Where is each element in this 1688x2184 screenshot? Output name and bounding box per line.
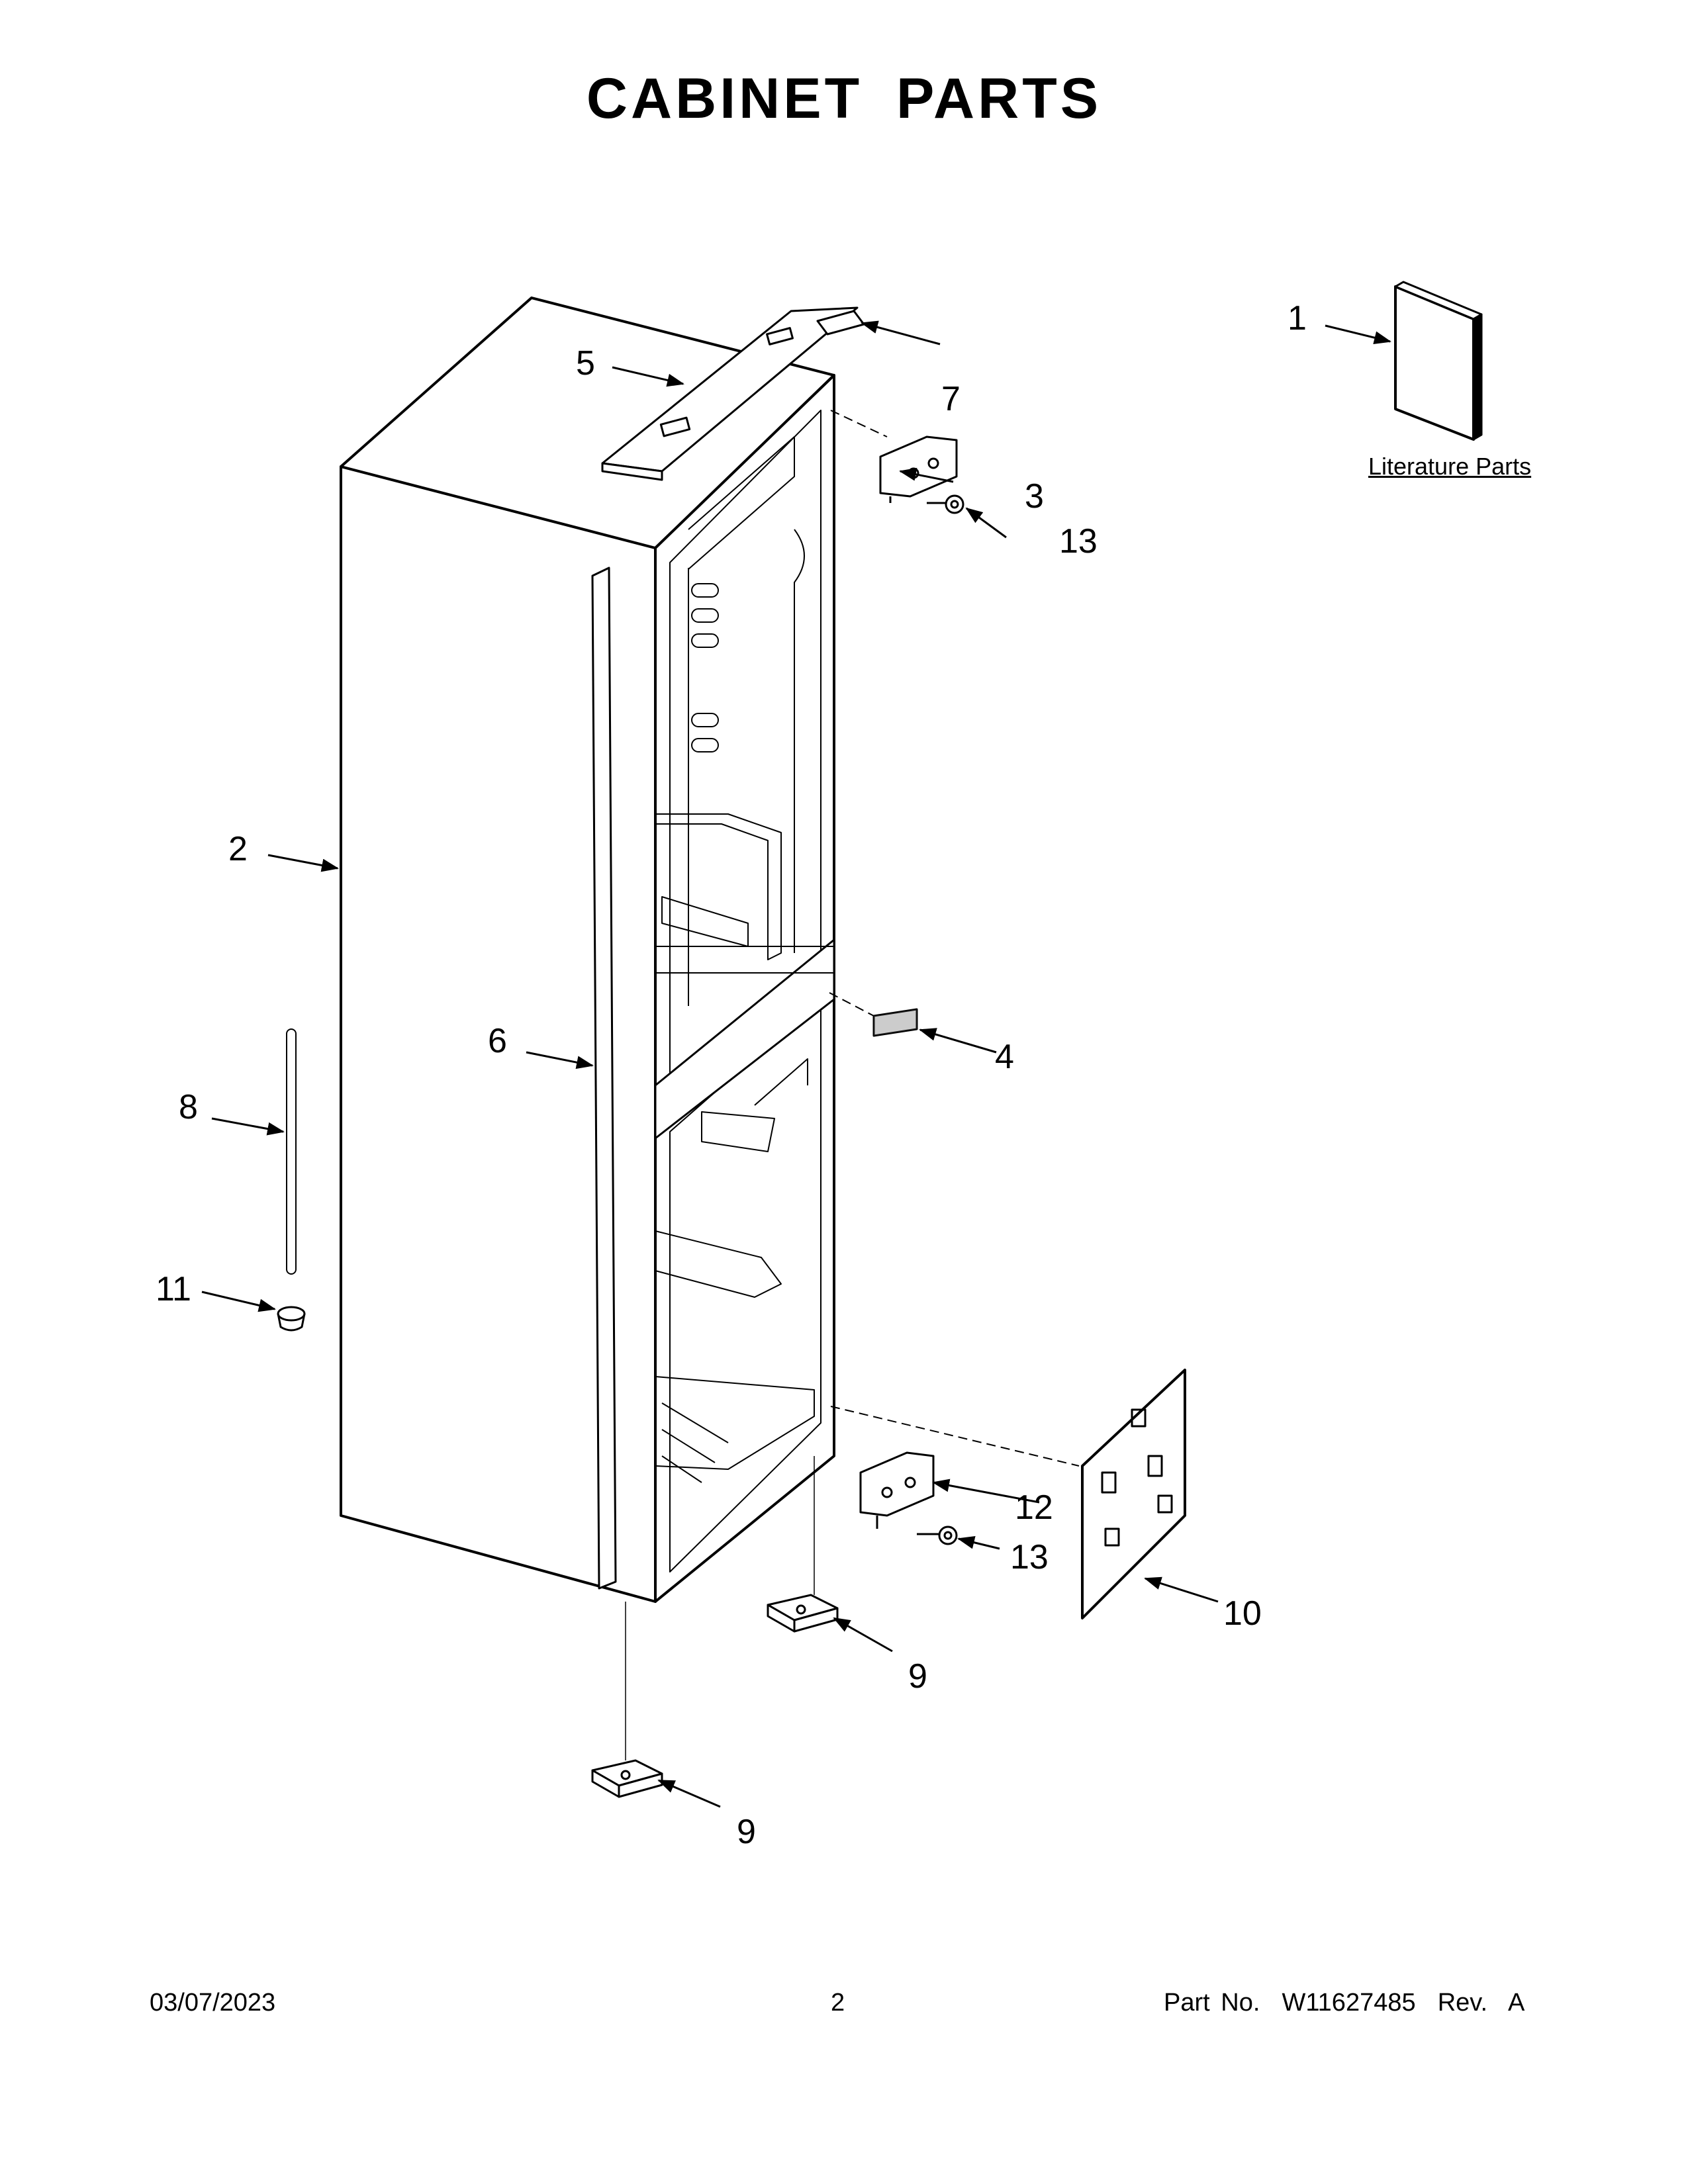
callout-arrows [201, 320, 1391, 1808]
top-trim-panel [601, 306, 859, 481]
callout-12: 12 [1015, 1488, 1053, 1527]
mounting-plate [1081, 1369, 1186, 1619]
callout-11: 11 [156, 1270, 191, 1308]
callout-2: 2 [228, 830, 248, 868]
literature-parts-label: Literature Parts [1368, 453, 1532, 480]
callout-5: 5 [576, 344, 595, 383]
callout-1: 1 [1288, 299, 1307, 338]
top-hinge [879, 435, 958, 503]
leveling-foot-rear [767, 1594, 839, 1633]
hinge-screw-lower [917, 1525, 958, 1545]
callout-10: 10 [1223, 1594, 1262, 1633]
callout-9-upper: 9 [908, 1657, 927, 1696]
callout-4: 4 [995, 1038, 1014, 1076]
cabinet-front-frame [654, 374, 835, 1603]
callout-3: 3 [1025, 477, 1044, 516]
bottom-hinge [859, 1451, 935, 1529]
footer-date: 03/07/2023 [150, 1989, 276, 2017]
callout-13-upper: 13 [1059, 522, 1098, 561]
callout-13-lower: 13 [1010, 1538, 1049, 1576]
footer-page-number: 2 [831, 1989, 845, 2017]
interior-details-lower [655, 1058, 815, 1483]
interior-details-upper [655, 436, 835, 1006]
divider-cover [872, 1008, 918, 1037]
literature-booklet [1394, 281, 1483, 441]
page-title: CABINET PARTS [586, 67, 1102, 130]
tube-cap [277, 1306, 306, 1332]
callout-9-lower: 9 [737, 1813, 756, 1851]
callout-6: 6 [488, 1022, 507, 1060]
callout-7: 7 [941, 380, 961, 418]
door-seal-strip [591, 567, 617, 1590]
hinge-screw-upper [927, 494, 964, 514]
footer-part-number: Part No. W11627485 Rev. A [1164, 1989, 1525, 2017]
callout-8: 8 [179, 1088, 198, 1126]
drain-tube [286, 1028, 297, 1275]
leveling-foot-front [591, 1759, 663, 1798]
